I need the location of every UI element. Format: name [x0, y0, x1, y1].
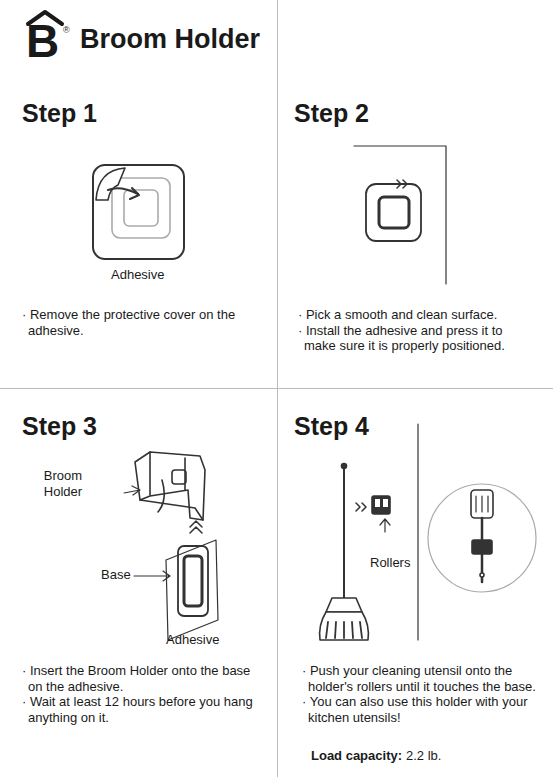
instruction-text: · Push your cleaning utensil onto the ho…: [302, 663, 538, 694]
page-title: Broom Holder: [80, 24, 260, 55]
step-panel: Step 3 · Insert the Broom Holder onto the…: [0, 389, 277, 777]
wall-mount: [354, 146, 446, 284]
panel-divider: [0, 388, 553, 389]
step-heading: Step 4: [294, 411, 369, 441]
step-heading: Step 1: [22, 98, 97, 128]
step-heading: Step 2: [294, 98, 369, 128]
adhesive-icon: [93, 165, 184, 259]
part-label: Broom Holder: [38, 468, 88, 499]
instruction-text: · Wait at least 12 hours before you hang…: [22, 694, 258, 725]
step-panel: Step 2 · Pick a smooth and clean surface.…: [278, 0, 553, 388]
adhesive-sheet: [166, 540, 218, 640]
part-label: Adhesive: [166, 632, 219, 648]
step-heading: Step 3: [22, 411, 97, 441]
registered-mark: ®: [63, 25, 70, 35]
logo-letter: B: [26, 16, 59, 66]
load-label: Load capacity:: [311, 748, 402, 764]
holder-exploded: [124, 452, 218, 640]
part-label: Adhesive: [111, 267, 164, 283]
instruction-text: · Remove the protective cover on the adh…: [22, 307, 253, 338]
part-label: Base: [101, 567, 131, 583]
step-panel: Step 4 · Push your cleaning utensil onto …: [278, 389, 553, 777]
load-value: 2.2 lb.: [406, 748, 441, 764]
instruction-text: · Insert the Broom Holder onto the base …: [22, 663, 258, 694]
part-label: Rollers: [370, 555, 410, 571]
instruction-text: · You can also use this holder with your…: [302, 694, 538, 725]
instruction-text: · Pick a smooth and clean surface.: [298, 307, 534, 323]
broom-scene: [320, 424, 536, 640]
instruction-text: · Install the adhesive and press it to m…: [298, 323, 534, 354]
